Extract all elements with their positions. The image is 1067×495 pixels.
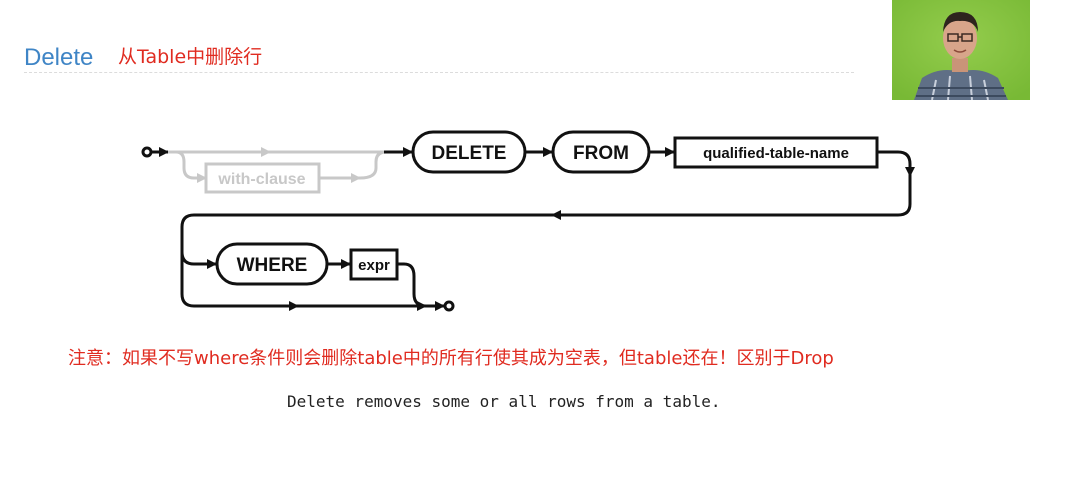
- with-clause-label: with-clause: [217, 171, 305, 188]
- presenter-webcam: [892, 0, 1030, 100]
- red-note: 注意：如果不写where条件则会删除table中的所有行使其成为空表，但tabl…: [68, 348, 834, 369]
- slide-subtitle: 从Table中删除行: [118, 46, 263, 68]
- expr-label: expr: [358, 257, 390, 274]
- keyword-where: WHERE: [237, 255, 308, 276]
- keyword-from: FROM: [573, 143, 629, 164]
- with-clause-branch: [168, 147, 387, 194]
- keyword-delete: DELETE: [432, 143, 507, 164]
- end-node: [443, 300, 455, 312]
- qualified-table-name-label: qualified-table-name: [703, 145, 849, 162]
- start-node: [141, 146, 153, 158]
- with-clause-box: [204, 162, 321, 194]
- presenter-image: [892, 0, 1030, 100]
- title-divider: [24, 72, 854, 73]
- syntax-caption: Delete removes some or all rows from a t…: [287, 392, 721, 411]
- slide-title: Delete: [24, 44, 94, 71]
